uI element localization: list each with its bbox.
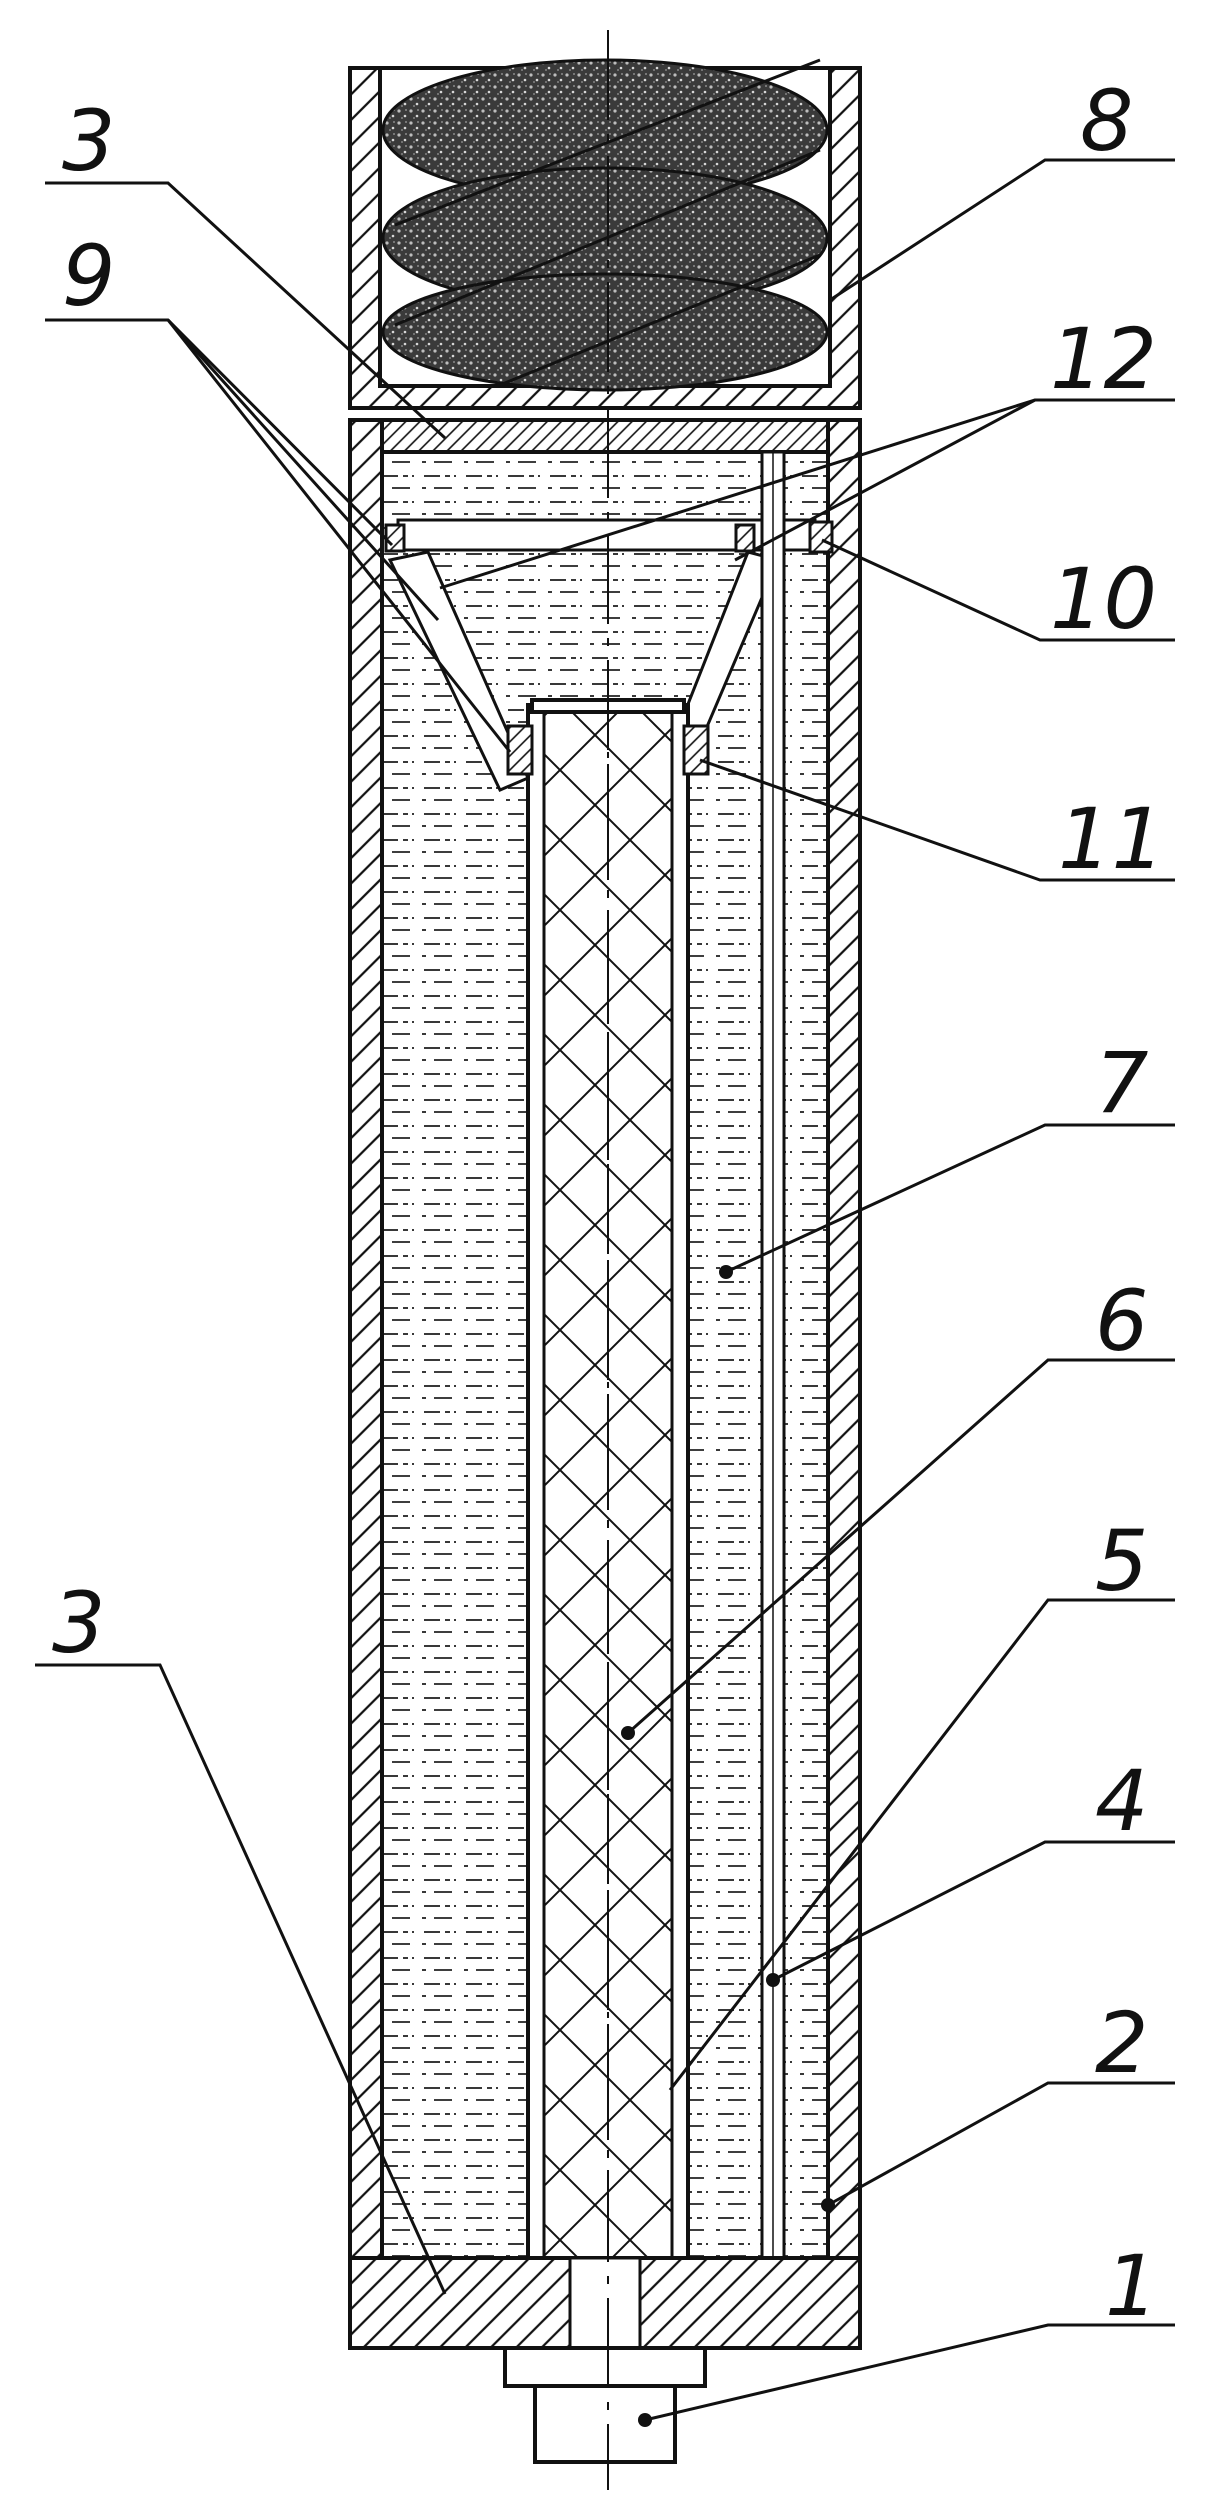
tube-4: [762, 452, 784, 2258]
bottom-plate-3: [350, 2258, 860, 2348]
callout-12: 12: [1050, 310, 1157, 408]
terminal-1: [505, 2348, 705, 2462]
callout-3-bottom: 3: [52, 1574, 105, 1672]
callout-2: 2: [1095, 1994, 1148, 2092]
top-cover-plate-3: [382, 420, 828, 452]
coil-winding-8: [383, 60, 827, 390]
callout-6: 6: [1095, 1272, 1148, 1370]
callout-1: 1: [1105, 2237, 1158, 2335]
callout-5: 5: [1095, 1512, 1148, 1610]
callout-8: 8: [1080, 72, 1133, 170]
callout-4: 4: [1095, 1752, 1148, 1850]
callout-7: 7: [1095, 1034, 1148, 1132]
callout-10: 10: [1050, 550, 1157, 648]
seal-10: [810, 522, 832, 552]
callout-11: 11: [1058, 790, 1165, 888]
callout-3-top: 3: [62, 92, 115, 190]
callout-9: 9: [62, 227, 115, 325]
